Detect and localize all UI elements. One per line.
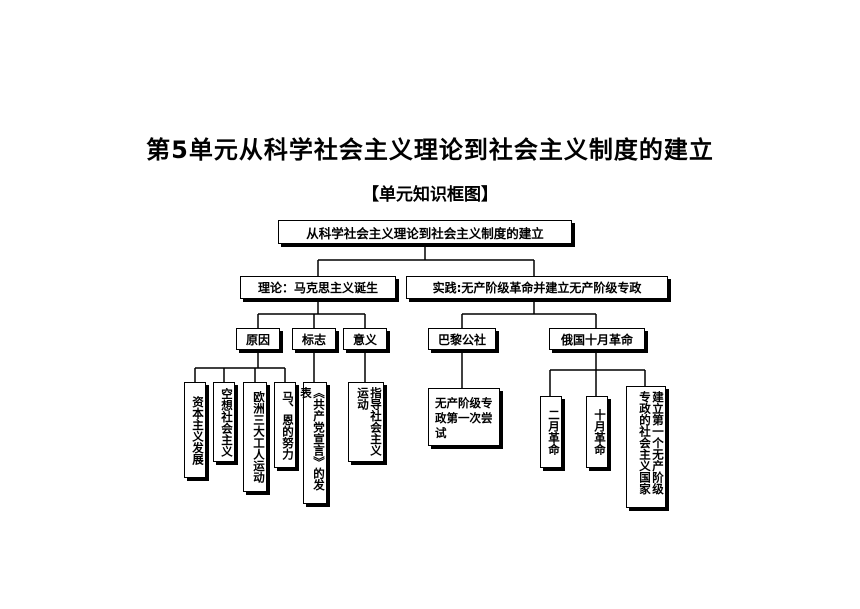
- cause-item: 空想社会主义: [213, 382, 235, 462]
- page-title: 第5单元从科学社会主义理论到社会主义制度的建立: [146, 136, 714, 164]
- theory-branch: 理论：马克思主义诞生: [240, 276, 396, 299]
- russia-detail: 建立第一个无产阶级专政的社会主义国家: [626, 386, 666, 508]
- cause-item: 欧洲三大工人运动: [243, 382, 267, 492]
- root-node: 从科学社会主义理论到社会主义制度的建立: [278, 220, 572, 244]
- sign-node: 标志: [292, 328, 336, 350]
- paris-detail: 无产阶级专政第一次尝试: [428, 388, 500, 446]
- cause-item: 马、恩的努力: [274, 382, 296, 468]
- sign-detail: 《共产党宣言》的发表: [299, 382, 327, 504]
- october-revolution-node: 俄国十月革命: [549, 328, 645, 350]
- cause-item: 资本主义发展: [184, 382, 206, 478]
- cause-node: 原因: [236, 328, 280, 350]
- practice-branch: 实践:无产阶级革命并建立无产阶级专政: [406, 276, 668, 299]
- russia-detail: 二月革命: [540, 396, 562, 468]
- meaning-node: 意义: [343, 328, 387, 350]
- russia-detail: 十月革命: [586, 396, 608, 468]
- meaning-detail: 指导社会主义运动: [348, 382, 384, 462]
- paris-commune-node: 巴黎公社: [428, 328, 496, 350]
- section-subtitle: 【单元知识框图】: [362, 185, 498, 205]
